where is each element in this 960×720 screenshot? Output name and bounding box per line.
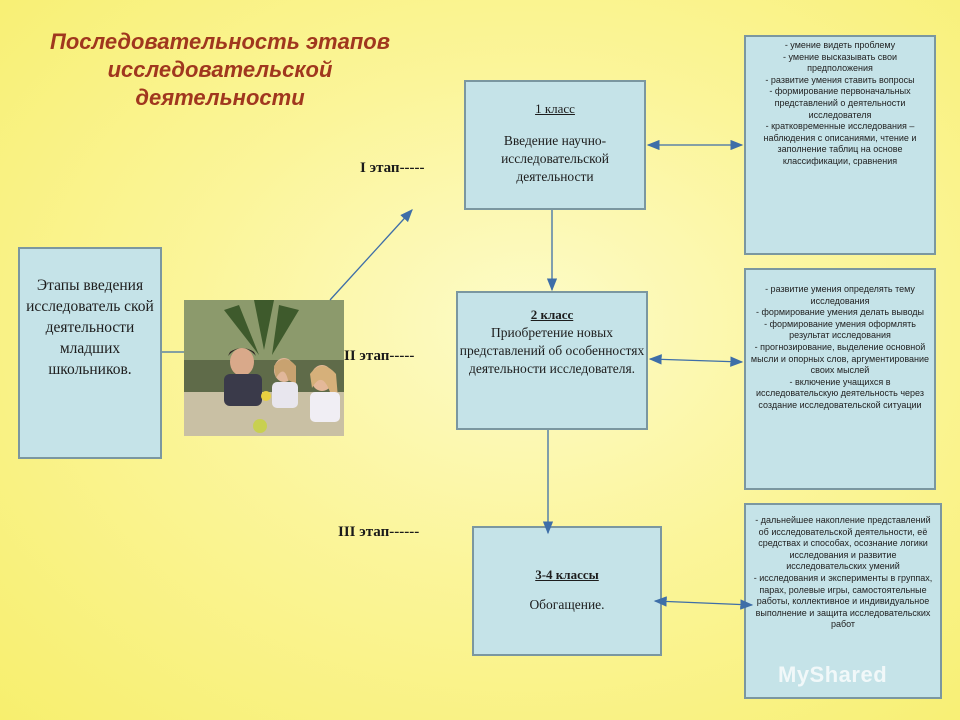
note-line: - формирование умения делать выводы: [755, 307, 925, 318]
notes-box-3: - дальнейшее накопление представлений об…: [744, 503, 942, 699]
note-line: - кратковременные исследования – наблюде…: [763, 121, 917, 166]
stages-intro-box: Этапы введения исследователь ской деятел…: [18, 247, 162, 459]
notes-box-2: - развитие умения определять тему исслед…: [744, 268, 936, 490]
class-2-box: 2 класс Приобретение новых представлений…: [456, 291, 648, 430]
class-1-heading: 1 класс: [535, 101, 575, 116]
note-line: - исследования и эксперименты в группах,…: [753, 572, 933, 630]
stage-label-1: I этап-----: [360, 160, 425, 176]
class-2-heading: 2 класс: [530, 307, 574, 322]
note-line: - формирование умения оформлять результа…: [764, 318, 916, 341]
note-line: - прогнозирование, выделение основной мы…: [750, 341, 930, 376]
class-2-text: Приобретение новых представлений об особ…: [459, 325, 645, 376]
note-line: - умение высказывать свои предположения: [783, 51, 897, 74]
stage-label-2: II этап-----: [344, 348, 415, 364]
class-3-4-text: Обогащение.: [529, 597, 605, 612]
note-line: - развитие умения определять тему исслед…: [765, 284, 915, 306]
slide-title: Последовательность этапов исследовательс…: [50, 29, 390, 110]
watermark: MyShared: [778, 662, 888, 687]
class-3-4-heading: 3-4 классы: [535, 567, 599, 582]
note-line: - умение видеть проблему: [784, 40, 896, 50]
note-line: - развитие умения ставить вопросы: [765, 74, 915, 85]
class-1-text: Введение научно-исследовательской деятел…: [501, 133, 609, 184]
note-line: - включение учащихся в исследовательскую…: [755, 376, 924, 410]
class-3-4-box: 3-4 классы Обогащение.: [472, 526, 662, 656]
arrow-class-3-4-to-notes-3: [653, 596, 754, 610]
note-line: - дальнейшее накопление представлений об…: [755, 515, 931, 572]
classroom-photo: [184, 300, 344, 436]
stage-label-3: III этап------: [338, 524, 420, 540]
arrow-photo-to-stage-1: [329, 209, 413, 301]
arrow-class-2-to-notes-2: [648, 354, 744, 367]
class-1-box: 1 класс Введение научно-исследовательско…: [464, 80, 646, 210]
note-line: - формирование первоначальных представле…: [769, 86, 911, 120]
notes-box-1: - умение видеть проблему - умение высказ…: [744, 35, 936, 255]
